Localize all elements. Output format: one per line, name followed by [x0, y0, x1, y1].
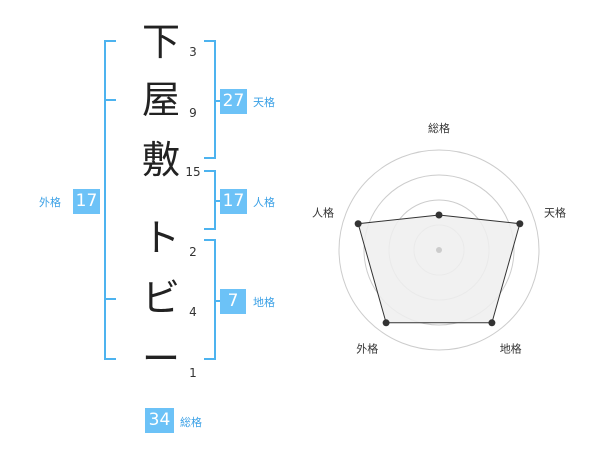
chikaku-bracket-tick	[214, 300, 220, 302]
tenkaku-bracket-bottom	[204, 157, 216, 159]
name-char-6: ー	[141, 337, 180, 381]
name-char-3: 敷	[141, 138, 180, 182]
stroke-count-3: 15	[185, 165, 201, 179]
radar-grid-ring	[363, 174, 515, 326]
stroke-count-6: 1	[189, 366, 197, 380]
chikaku-badge: 7	[220, 289, 246, 314]
gaikaku-badge: 17	[73, 189, 100, 214]
soukaku-label: 総格	[180, 416, 202, 429]
tenkaku-bracket-tick	[214, 100, 220, 102]
radar-center-dot	[436, 247, 442, 253]
gaikaku-bracket-vertical	[104, 40, 106, 360]
gaikaku-bracket-top	[104, 40, 116, 42]
gaikaku-bracket-mid-2	[104, 298, 116, 300]
radar-point-4	[382, 319, 390, 327]
radar-axis-label-4: 外格	[356, 342, 378, 356]
jinkaku-label: 人格	[253, 196, 275, 209]
gaikaku-bracket-bottom	[104, 358, 116, 360]
name-char-1: 下	[141, 20, 180, 64]
tenkaku-label: 天格	[253, 96, 275, 109]
stroke-count-2: 9	[189, 106, 197, 120]
stroke-count-5: 4	[189, 305, 197, 319]
radar-grid-ring	[338, 149, 540, 351]
jinkaku-bracket-tick	[214, 200, 220, 202]
jinkaku-badge: 17	[220, 189, 247, 214]
tenkaku-bracket-top	[204, 40, 216, 42]
gaikaku-label: 外格	[39, 196, 61, 209]
radar-axis-label-2: 天格	[544, 205, 566, 219]
radar-data-polygon	[357, 214, 521, 324]
name-char-4: ト	[141, 216, 180, 260]
radar-axis-label-1: 総格	[428, 121, 450, 135]
jinkaku-bracket-bottom	[204, 228, 216, 230]
radar-point-2	[516, 220, 524, 228]
radar-axis-label-5: 人格	[312, 205, 334, 219]
gaikaku-bracket-mid-1	[104, 99, 116, 101]
chikaku-bracket-vertical	[214, 239, 216, 360]
radar-point-5	[354, 220, 362, 228]
radar-point-1	[435, 211, 443, 219]
jinkaku-bracket-top	[204, 170, 216, 172]
tenkaku-badge: 27	[220, 89, 247, 114]
tenkaku-bracket-vertical	[214, 40, 216, 159]
radar-point-3	[488, 319, 496, 327]
name-char-5: ビ	[141, 276, 180, 320]
name-char-2: 屋	[141, 78, 180, 122]
chikaku-bracket-bottom	[204, 358, 216, 360]
radar-axis-label-3: 地格	[500, 342, 522, 356]
stroke-count-1: 3	[189, 45, 197, 59]
stroke-count-4: 2	[189, 245, 197, 259]
chikaku-bracket-top	[204, 239, 216, 241]
chikaku-label: 地格	[253, 296, 275, 309]
soukaku-badge: 34	[145, 408, 174, 433]
